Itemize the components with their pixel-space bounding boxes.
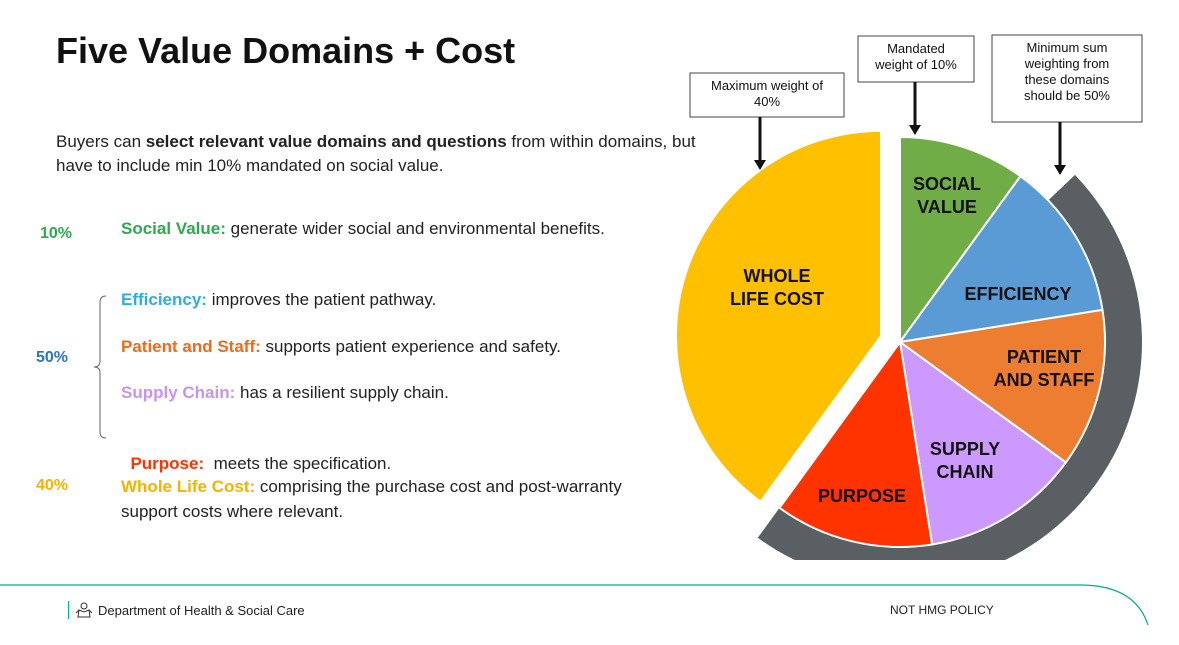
list-item-patient-staff: Patient and Staff: supports patient expe… [121,334,561,359]
callout-arrow-head-max-weight [754,160,766,170]
group-percent: 50% [36,349,69,366]
pie-slice-supply-chain [898,339,1068,546]
whole-life-cost-desc: comprising the purchase cost and post-wa… [121,477,622,521]
slice-label-efficiency: EFFICIENCY [964,284,1071,304]
group-brace [93,295,107,439]
callout-box-max-weight [689,72,845,118]
callout-arrow-head-mandated [909,125,921,135]
patient-staff-name: Patient and Staff: [121,337,261,356]
patient-staff-desc: supports patient experience and safety. [260,337,562,356]
intro-bold: select relevant value domains and questi… [145,132,507,151]
efficiency-desc: improves the patient pathway. [206,290,437,309]
intro-part2: from within domains, but have to include… [56,132,696,175]
callout-box-min-sum [991,34,1143,123]
pie-slice-purpose [778,339,934,548]
intro-part1: Buyers can [56,132,146,151]
list-item-supply-chain: Supply Chain: has a resilient supply cha… [121,380,449,405]
purpose-desc: meets the specification. [204,454,392,473]
whole-life-cost-name: Whole Life Cost: [121,477,256,496]
list-item-efficiency: Efficiency: improves the patient pathway… [121,287,436,312]
social-value-percent: 10% [40,225,73,242]
policy-label: NOT HMG POLICY [890,603,994,617]
efficiency-name: Efficiency: [121,290,207,309]
highlight-ring [757,174,1142,560]
pie-slice-efficiency [897,174,1104,344]
list-item-social-value: Social Value: generate wider social and … [121,216,641,241]
list-item-purpose: Purpose: meets the specification. [121,426,391,476]
footer-department: Department of Health & Social Care [68,601,305,619]
social-value-name: Social Value: [121,219,226,238]
royal-crest-icon [75,602,93,618]
slice-label-purpose: PURPOSE [818,486,906,506]
supply-chain-desc: has a resilient supply chain. [235,383,449,402]
callout-arrow-head-min-sum [1054,165,1066,175]
footer-accent-bar [68,601,69,619]
department-name: Department of Health & Social Care [98,602,305,618]
supply-chain-name: Supply Chain: [121,383,236,402]
purpose-name: Purpose: [130,454,205,473]
social-value-desc: generate wider social and environmental … [225,219,605,238]
intro-text: Buyers can select relevant value domains… [56,130,706,178]
pie-slice-social-value [899,135,1022,346]
pie-slice-patient-staff [897,308,1106,464]
page-title: Five Value Domains + Cost [56,30,516,71]
list-item-whole-life-cost: Whole Life Cost: comprising the purchase… [121,474,661,524]
callout-box-mandated [857,35,975,83]
whole-life-cost-percent: 40% [36,477,69,494]
pie-slice-whole-life-cost [675,129,882,504]
footer-divider [0,584,1149,626]
